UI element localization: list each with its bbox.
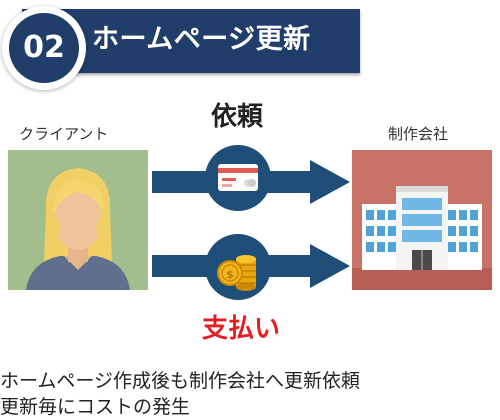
number-badge: 02 xyxy=(9,13,79,83)
payment-label: 支払い xyxy=(202,314,281,344)
request-label: 依頼 xyxy=(211,102,264,132)
credit-card-icon xyxy=(204,144,272,212)
caption-line-2: 更新毎にコストの発生 xyxy=(0,396,191,418)
office-building-icon xyxy=(352,186,492,290)
coin-stack-icon: $ xyxy=(204,233,272,301)
caption-line-1: ホームページ作成後も制作会社へ更新依頼 xyxy=(0,370,361,392)
header-title: ホームページ更新 xyxy=(92,24,311,55)
company-label: 制作会社 xyxy=(388,125,449,143)
company-panel xyxy=(352,150,492,290)
client-label: クライアント xyxy=(19,125,109,143)
caption: ホームページ作成後も制作会社へ更新依頼 更新毎にコストの発生 xyxy=(0,368,500,420)
svg-text:$: $ xyxy=(226,268,234,281)
client-panel xyxy=(8,150,148,290)
person-blonde-avatar-icon xyxy=(26,168,130,290)
